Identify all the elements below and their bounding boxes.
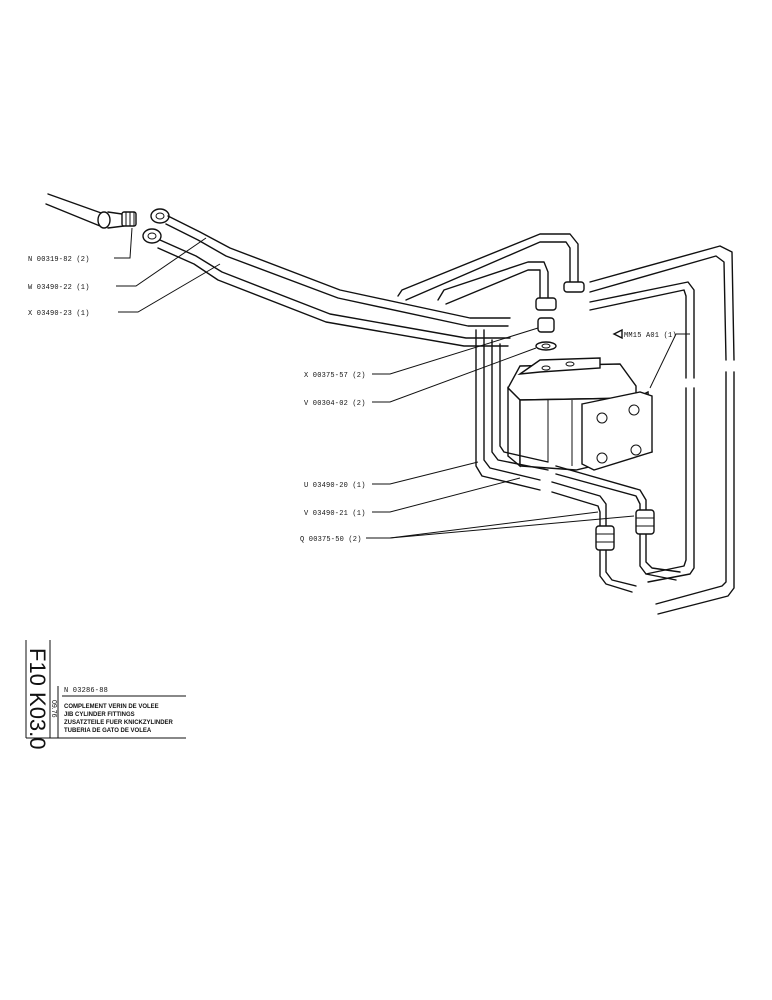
title-ref-number: N 03286-88: [64, 687, 108, 695]
upper-loop-pipes: [397, 233, 579, 305]
title-line-en: JIB CYLINDER FITTINGS: [64, 712, 135, 718]
label-x-03490-23: X 03490-23 (1): [28, 310, 90, 318]
pipe-w-03490-22: [165, 215, 511, 327]
pipe-mm15-a01: [589, 245, 735, 615]
label-u-03490-20: U 03490-20 (1): [304, 482, 366, 490]
fittings-q-00375-50: [595, 509, 655, 551]
leader-lines: [114, 227, 690, 539]
title-block: F10 K03.0 09.76 N 03286-88 COMPLEMENT VE…: [25, 640, 186, 750]
label-x-00375-57: X 00375-57 (2): [304, 372, 366, 380]
title-line-de: ZUSATZTEILE FUER KNICKZYLINDER: [64, 720, 174, 726]
label-w-03490-22: W 03490-22 (1): [28, 284, 90, 292]
part-labels: N 00319-82 (2) W 03490-22 (1) X 03490-23…: [28, 256, 677, 544]
pipe-x-03490-23: [157, 239, 511, 347]
label-v-03490-21: V 03490-21 (1): [304, 510, 366, 518]
pipe-v-03490-21: [491, 339, 681, 593]
fitting-stack: [535, 281, 585, 351]
pipe-end-fittings: [142, 208, 170, 244]
edition: 09.76: [50, 700, 57, 718]
label-v-00304-02: V 00304-02 (2): [304, 400, 366, 408]
arrow-icon: [612, 328, 623, 340]
title-line-es: TUBERIA DE GATO DE VOLEA: [64, 728, 152, 734]
label-q-00375-50: Q 00375-50 (2): [300, 536, 362, 544]
label-mm15-a01: MM15 A01 (1): [624, 332, 677, 340]
valve-block: [507, 357, 653, 471]
hose-end: [45, 193, 137, 229]
title-line-fr: COMPLEMENT VERIN DE VOLEE: [64, 704, 159, 710]
page-code: F10 K03.0: [25, 648, 50, 750]
label-n-00319-82: N 00319-82 (2): [28, 256, 90, 264]
pipe-u-03490-20: [475, 329, 541, 491]
